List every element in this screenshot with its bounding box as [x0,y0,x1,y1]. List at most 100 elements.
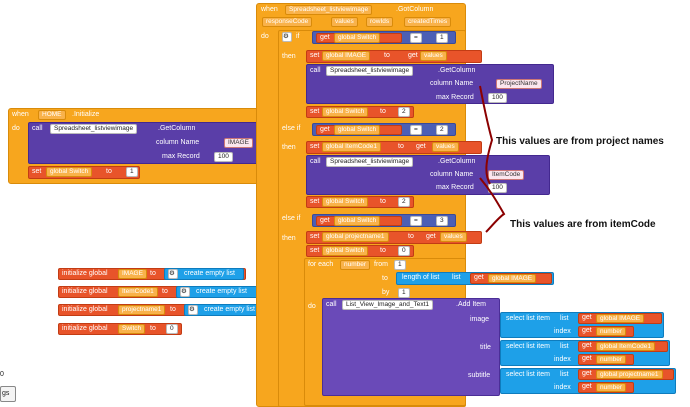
branch2-get-label: get [320,126,330,133]
add-item-call[interactable] [322,298,500,396]
gear-icon[interactable]: ⚙ [282,32,292,42]
select-title-label: select list item [506,343,550,350]
branch1-get-values[interactable]: values [420,51,447,61]
home-component-dropdown[interactable]: HOME [38,110,66,120]
branch3-switch-to-label: to [380,247,386,254]
select-title-index-var[interactable]: number [596,355,627,364]
home-call-component-dropdown[interactable]: Spreadsheet_listviewimage [50,124,138,134]
select-image-list-label: list [560,315,569,322]
select-subtitle-var[interactable]: global projectname1 [596,370,663,379]
for-each-from-value[interactable]: 1 [394,260,406,270]
branch3-set-switch-label: set [310,247,320,254]
for-each-var[interactable]: number [340,260,371,270]
branch3-get-values-label: get [426,233,436,240]
branch3-op[interactable]: = [410,216,422,226]
branch2-switch-value[interactable]: 2 [398,197,410,207]
branch1-to-label: to [384,52,390,59]
home-switch-value[interactable]: 1 [126,167,138,177]
event-do-label: do [261,33,269,40]
length-list-var[interactable]: global IMAGE [488,274,537,283]
param-response-code[interactable]: responseCode [262,17,313,27]
event-when-label: when [261,6,278,13]
select-title-list-label: list [560,343,569,350]
branch1-column-name-value[interactable]: ProjectName [496,79,542,89]
param-row-ids[interactable]: rowIds [366,17,394,27]
corner-button[interactable] [0,386,16,402]
branch2-else-if-label: else if [282,125,301,132]
select-title-get-label: get [582,342,592,349]
for-each-label: for each [308,261,334,268]
gear-icon[interactable]: ⚙ [180,287,190,297]
branch2-column-name-label: column Name [430,171,474,178]
branch3-set-var[interactable]: global projectname1 [322,232,389,242]
branch2-call-component[interactable]: Spreadsheet_listviewimage [326,157,414,167]
branch1-cond-value[interactable]: 1 [436,33,448,43]
branch2-cond-var[interactable]: global Switch [334,125,381,135]
home-column-name-value[interactable]: IMAGE [224,138,253,148]
select-image-var[interactable]: global IMAGE [596,314,645,323]
branch2-set-var[interactable]: global ItemCode1 [322,142,381,152]
home-column-name-label: column Name [156,139,200,146]
branch2-to-label: to [398,143,404,150]
home-set-var-dropdown[interactable]: global Switch [46,167,93,177]
global-init-switch-value[interactable]: 0 [166,324,178,334]
global-init-image-name[interactable]: IMAGE [118,269,147,279]
global-init-image-value-label: create empty list [184,270,235,277]
branch1-column-name-label: column Name [430,80,474,87]
global-init-projectname1-label: initialize global [62,306,108,313]
home-max-record-label: max Record [162,153,200,160]
gear-icon[interactable]: ⚙ [168,269,178,279]
global-init-itemcode1-name[interactable]: ItemCode1 [118,287,158,297]
for-each-by-value[interactable]: 1 [398,288,410,298]
branch2-op[interactable]: = [410,125,422,135]
select-subtitle-get-label: get [582,370,592,377]
length-list-get-label: get [474,274,484,281]
select-image-index-var[interactable]: number [596,327,627,336]
select-subtitle-index-var[interactable]: number [596,383,627,392]
corner-number: 0 [0,371,4,378]
add-item-component[interactable]: List_View_Image_and_Text1 [342,300,433,310]
branch3-get-values[interactable]: values [440,232,467,242]
add-item-subtitle-label: subtitle [468,372,491,379]
add-item-call-label: call [326,301,337,308]
branch1-switch-var[interactable]: global Switch [322,107,369,117]
branch1-max-record-value[interactable]: 100 [488,93,507,103]
branch1-switch-value[interactable]: 2 [398,107,410,117]
gear-icon[interactable]: ⚙ [188,305,198,315]
if-label: if [296,33,300,40]
global-init-image-label: initialize global [62,270,108,277]
select-image-index-label: index [554,328,571,335]
branch2-set-switch-label: set [310,198,320,205]
branch1-call-component[interactable]: Spreadsheet_listviewimage [326,66,414,76]
for-each-to-label: to [382,275,388,282]
global-init-itemcode1-label: initialize global [62,288,108,295]
branch2-column-name-value[interactable]: ItemCode [488,170,525,180]
param-created-times[interactable]: createdTimes [404,17,452,27]
branch2-then-label: then [282,144,296,151]
branch3-to-label: to [408,233,414,240]
select-title-index-get-label: get [582,355,592,362]
global-init-projectname1-name[interactable]: projectname1 [118,305,166,315]
branch2-get-values[interactable]: values [432,142,459,152]
branch1-set-var[interactable]: global IMAGE [322,51,371,61]
branch3-then-label: then [282,235,296,242]
branch2-cond-value[interactable]: 2 [436,125,448,135]
branch2-switch-var[interactable]: global Switch [322,197,369,207]
branch1-max-record-label: max Record [436,94,474,101]
branch2-max-record-value[interactable]: 100 [488,183,507,193]
global-init-switch-name[interactable]: Switch [118,324,146,334]
home-max-record-value[interactable]: 100 [214,152,233,162]
home-when-label: when [12,111,29,118]
branch3-switch-var[interactable]: global Switch [322,246,369,256]
branch3-cond-value[interactable]: 3 [436,216,448,226]
select-subtitle-index-get-label: get [582,383,592,390]
global-init-image-value[interactable] [164,268,244,280]
event-component-dropdown[interactable]: Spreadsheet_listviewimage [285,5,373,15]
select-title-var[interactable]: global ItemCode1 [596,342,655,351]
branch3-else-if-label: else if [282,215,301,222]
branch3-cond-var[interactable]: global Switch [334,216,381,226]
branch1-op[interactable]: = [410,33,422,43]
branch3-switch-value[interactable]: 0 [398,246,410,256]
branch1-cond-var[interactable]: global Switch [334,33,381,43]
param-values[interactable]: values [331,17,358,27]
